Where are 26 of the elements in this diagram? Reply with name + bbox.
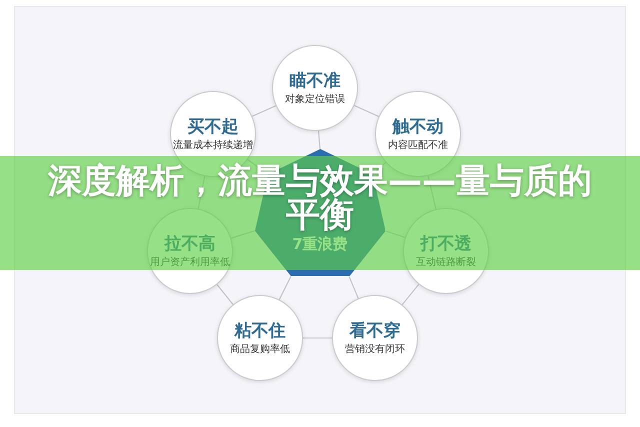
node-title: 瞄不准 bbox=[290, 70, 340, 90]
connector-line bbox=[354, 105, 379, 117]
node-subtitle: 互动链路断裂 bbox=[416, 256, 476, 268]
node-subtitle: 对象定位错误 bbox=[285, 94, 345, 106]
node-title: 触不动 bbox=[392, 116, 444, 136]
node-subtitle: 商品复购率低 bbox=[230, 344, 290, 356]
node-title: 拉不高 bbox=[164, 234, 216, 254]
node-title: 看不穿 bbox=[350, 320, 400, 340]
connector-line bbox=[252, 105, 276, 117]
node-title: 打不透 bbox=[420, 234, 472, 254]
connector-line bbox=[303, 337, 332, 339]
connector-line bbox=[216, 284, 234, 305]
node-subtitle: 流量成本持续递增 bbox=[173, 140, 253, 152]
connector-line bbox=[402, 284, 420, 306]
connector-line bbox=[348, 276, 359, 299]
node-subtitle: 用户资产利用率低 bbox=[150, 256, 230, 268]
connector-line bbox=[230, 230, 255, 239]
connector-line bbox=[278, 276, 292, 300]
connector-line bbox=[318, 130, 321, 150]
node-title: 粘不住 bbox=[234, 320, 286, 340]
center-label: 7重浪费 bbox=[292, 236, 348, 252]
node-subtitle: 营销没有闭环 bbox=[345, 344, 405, 356]
node-subtitle: 内容匹配不准 bbox=[388, 140, 448, 152]
connector-line bbox=[385, 230, 406, 238]
node-title: 买不起 bbox=[188, 116, 238, 136]
title: 深度解析，流量与效果——量与质的平衡 bbox=[46, 164, 593, 232]
